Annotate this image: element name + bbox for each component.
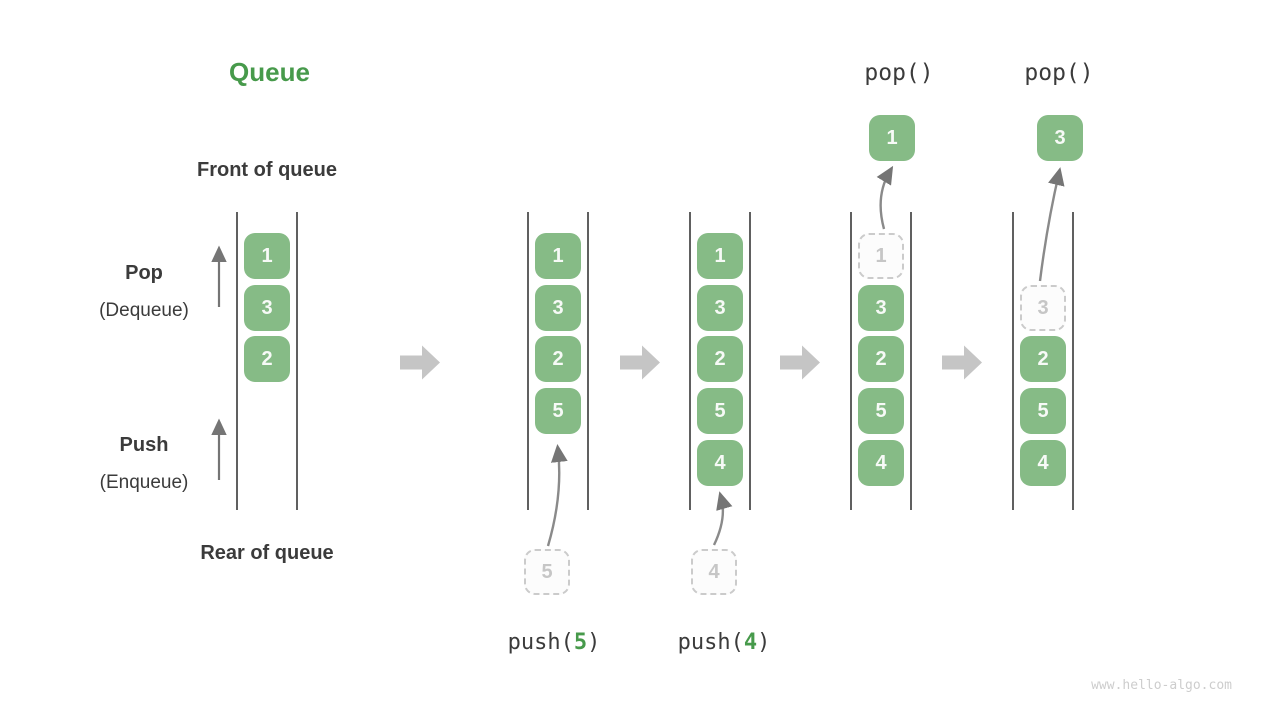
pop-word: Pop xyxy=(125,262,163,284)
transition-arrow-3 xyxy=(780,345,820,380)
page-title: Queue xyxy=(229,57,310,87)
push-5-call-label: push(5) xyxy=(454,630,654,655)
queue-item: 5 xyxy=(535,388,581,434)
queue-item: 3 xyxy=(697,285,743,331)
queue-state-3: 1 3 2 5 4 xyxy=(689,212,751,510)
queue-item: 5 xyxy=(858,388,904,434)
removed-item-slot: 3 xyxy=(1020,285,1066,331)
queue-item: 5 xyxy=(697,388,743,434)
queue-item: 2 xyxy=(1020,336,1066,382)
pop-side-label: Pop (Dequeue) xyxy=(44,255,244,329)
queue-state-2: 1 3 2 5 xyxy=(527,212,589,510)
push-4-call-label: push(4) xyxy=(624,630,824,655)
call-prefix: push( xyxy=(677,630,744,655)
removed-item-slot: 1 xyxy=(858,233,904,279)
queue-item: 2 xyxy=(697,336,743,382)
queue-item: 1 xyxy=(535,233,581,279)
call-suffix: ) xyxy=(757,630,771,655)
queue-item: 2 xyxy=(244,336,290,382)
queue-item: 4 xyxy=(1020,440,1066,486)
enqueue-alias: (Enqueue) xyxy=(99,472,189,493)
call-arg: 5 xyxy=(573,630,588,655)
pop-call-label-2: pop() xyxy=(1024,60,1094,86)
rear-of-queue-label: Rear of queue xyxy=(200,542,334,564)
queue-item: 3 xyxy=(858,285,904,331)
transition-arrow-2 xyxy=(620,345,660,380)
queue-item: 5 xyxy=(1020,388,1066,434)
queue-item: 4 xyxy=(697,440,743,486)
queue-item: 4 xyxy=(858,440,904,486)
staged-item-4: 4 xyxy=(691,549,737,595)
call-prefix: push( xyxy=(507,630,574,655)
queue-item: 1 xyxy=(697,233,743,279)
queue-state-1: 1 3 2 xyxy=(236,212,298,510)
queue-state-4: 1 3 2 5 4 xyxy=(850,212,912,510)
queue-item: 3 xyxy=(244,285,290,331)
popped-item-3: 3 xyxy=(1037,115,1083,161)
pop-call-label-1: pop() xyxy=(864,60,934,86)
queue-item: 3 xyxy=(535,285,581,331)
staged-item-5: 5 xyxy=(524,549,570,595)
popped-item-1: 1 xyxy=(869,115,915,161)
push-side-label: Push (Enqueue) xyxy=(44,427,244,501)
dequeue-alias: (Dequeue) xyxy=(99,300,189,321)
push-word: Push xyxy=(119,434,169,456)
call-arg: 4 xyxy=(743,630,758,655)
transition-arrow-4 xyxy=(942,345,982,380)
queue-state-5: 3 2 5 4 xyxy=(1012,212,1074,510)
queue-item: 1 xyxy=(244,233,290,279)
transition-arrow-1 xyxy=(400,345,440,380)
call-suffix: ) xyxy=(587,630,601,655)
front-of-queue-label: Front of queue xyxy=(197,159,337,181)
watermark: www.hello-algo.com xyxy=(1091,678,1232,693)
queue-item: 2 xyxy=(535,336,581,382)
queue-item: 2 xyxy=(858,336,904,382)
